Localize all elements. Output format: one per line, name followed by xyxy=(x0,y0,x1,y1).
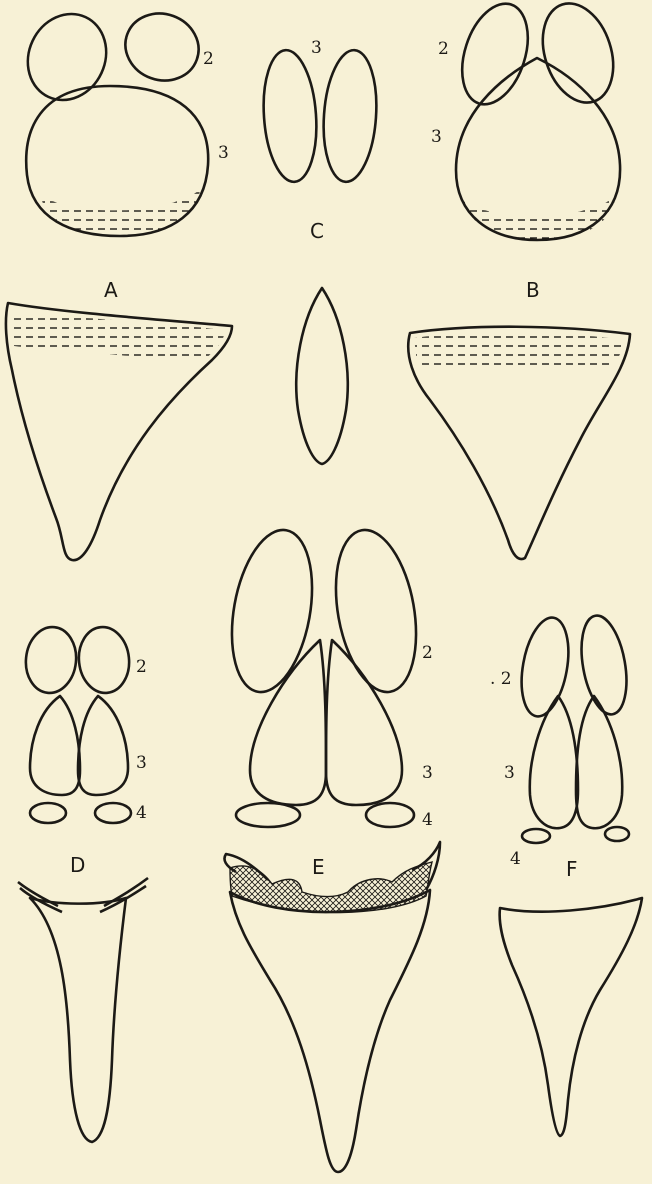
e-plate-3-right xyxy=(326,640,402,805)
label-e: E xyxy=(312,855,325,879)
c-plate-right xyxy=(319,48,380,183)
d-number-2: 2 xyxy=(136,657,147,677)
figure-a: 2 3 A xyxy=(14,1,229,302)
figure-f: . 2 3 4 F xyxy=(490,612,633,881)
d-plate-4-right xyxy=(95,803,131,823)
row-4 xyxy=(18,842,642,1172)
bottom-plate-left xyxy=(30,898,126,1142)
figure-c: 3 C xyxy=(259,38,380,243)
a-plate-2-right xyxy=(116,3,208,90)
e-plate-3-left xyxy=(250,640,326,805)
d-plate-3-right xyxy=(78,696,128,795)
f-plate-3-right xyxy=(576,696,622,828)
a-number-2: 2 xyxy=(203,49,214,69)
e-plate-2-left xyxy=(220,524,323,699)
bottom-plate-right xyxy=(500,898,642,1136)
f-number-3: 3 xyxy=(504,763,515,783)
label-f: F xyxy=(566,857,578,881)
bottom-plate-center-crosshatch xyxy=(230,862,432,913)
a-plate-3-lower-band xyxy=(40,190,200,236)
d-plate-3-left xyxy=(30,696,80,795)
bottom-plate-center xyxy=(230,890,430,1172)
label-a: A xyxy=(104,278,118,302)
b-number-2: 2 xyxy=(438,39,449,59)
c-number-3: 3 xyxy=(311,38,322,58)
a-number-3: 3 xyxy=(218,143,229,163)
sternal-plate-left-top-band xyxy=(12,312,226,362)
e-number-2: 2 xyxy=(422,643,433,663)
d-number-4: 4 xyxy=(136,803,147,823)
d-plate-2-right xyxy=(76,625,133,696)
f-plate-2-right xyxy=(575,612,634,718)
label-b: B xyxy=(526,278,540,302)
b-plate-3-lower-band xyxy=(462,196,616,240)
row-2 xyxy=(6,288,630,560)
b-plate-2-right xyxy=(531,0,625,112)
sternal-plate-center xyxy=(296,288,347,464)
e-plate-2-right xyxy=(324,524,427,699)
b-plate-2-left xyxy=(450,0,539,113)
e-plate-4-right xyxy=(366,803,414,827)
f-number-4: 4 xyxy=(510,849,521,869)
b-number-3: 3 xyxy=(431,127,442,147)
d-number-3: 3 xyxy=(136,753,147,773)
e-number-4: 4 xyxy=(422,810,433,830)
c-plate-left xyxy=(259,48,320,183)
f-plate-2-left xyxy=(515,614,576,720)
figure-e: 2 3 4 E xyxy=(220,524,432,879)
d-plate-4-left xyxy=(30,803,66,823)
sternal-plate-right-top-band xyxy=(414,333,626,372)
label-c: C xyxy=(310,219,324,243)
a-plate-2-left xyxy=(14,1,120,113)
e-plate-4-left xyxy=(236,803,300,827)
e-number-3: 3 xyxy=(422,763,433,783)
bottom-plate-left-horn-left xyxy=(18,882,62,912)
figure-d: 2 3 4 D xyxy=(23,625,147,877)
figure-b: 2 3 B xyxy=(431,0,625,302)
f-plate-4-right xyxy=(605,827,629,841)
f-plate-4-left xyxy=(522,829,550,843)
f-number-dot-2: . 2 xyxy=(490,669,512,689)
label-d: D xyxy=(70,853,85,877)
d-plate-2-left xyxy=(23,625,80,696)
